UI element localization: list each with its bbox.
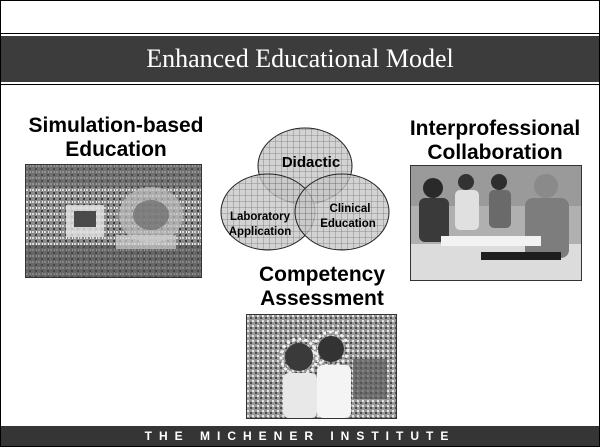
venn-label-clinical-1: Clinical xyxy=(330,203,371,215)
collaboration-label-line2: Collaboration xyxy=(427,141,563,164)
title-bar: Enhanced Educational Model xyxy=(1,34,599,84)
simulation-label-line1: Simulation-based xyxy=(28,114,204,137)
competency-label-line2: Assessment xyxy=(260,287,384,310)
venn-diagram: Didactic Laboratory Application Clinical… xyxy=(220,127,390,251)
collaboration-label: Interprofessional Collaboration xyxy=(389,117,599,165)
collaboration-label-line1: Interprofessional xyxy=(409,117,581,140)
footer-bar: THE MICHENER INSTITUTE xyxy=(1,426,599,446)
footer-institute-name: THE MICHENER INSTITUTE xyxy=(144,429,456,443)
venn-label-clinical-2: Education xyxy=(320,218,376,230)
simulation-lab-photo xyxy=(25,164,202,278)
simulation-label: Simulation-based Education xyxy=(1,114,231,162)
competency-label: Competency Assessment xyxy=(223,263,421,311)
collaboration-photo xyxy=(410,165,582,281)
clinical-circle xyxy=(294,173,390,251)
venn-label-laboratory-2: Application xyxy=(229,226,292,238)
competency-label-line1: Competency xyxy=(258,263,386,286)
venn-label-laboratory-1: Laboratory xyxy=(230,211,291,223)
slide-title: Enhanced Educational Model xyxy=(146,44,454,73)
simulation-label-line2: Education xyxy=(65,138,167,161)
venn-label-didactic: Didactic xyxy=(282,154,340,171)
assessment-photo xyxy=(246,314,397,419)
